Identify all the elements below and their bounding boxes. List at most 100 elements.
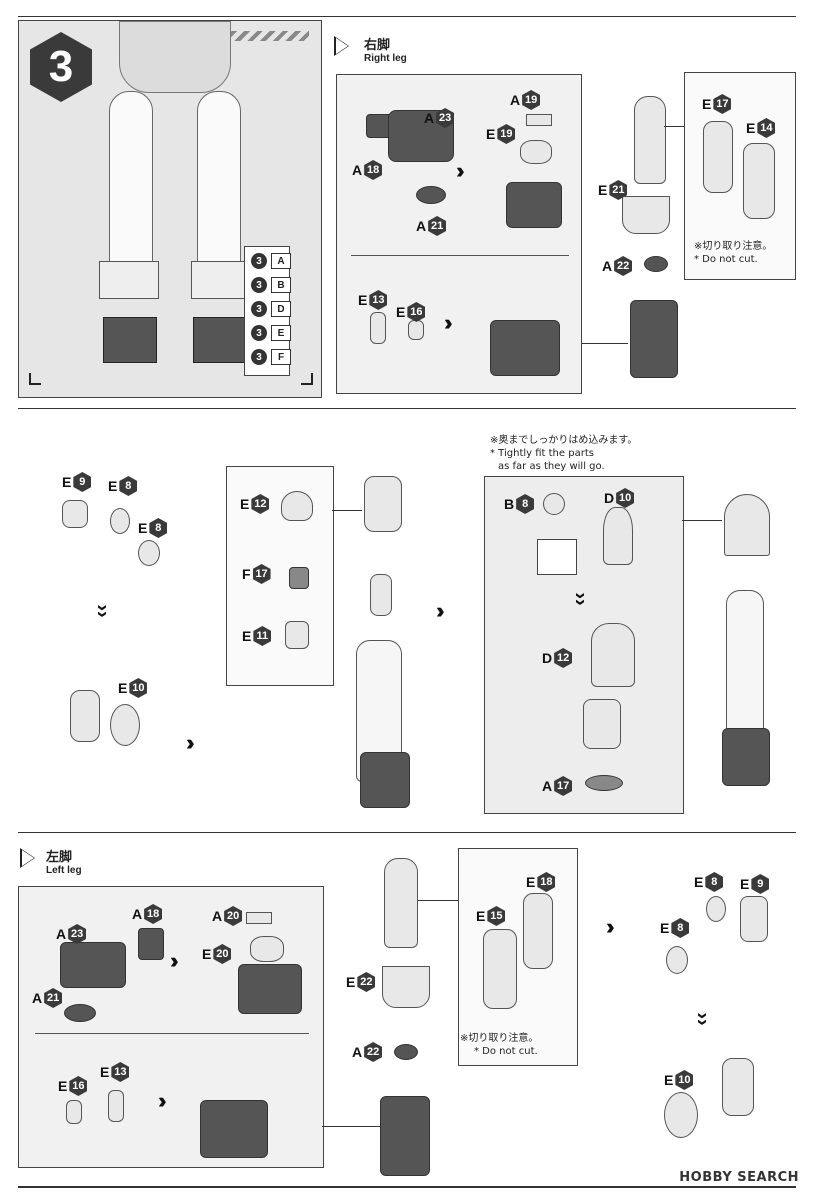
part-hip-assembly bbox=[70, 690, 100, 742]
part-e10-shape bbox=[664, 1092, 698, 1138]
part-a23-shape bbox=[60, 942, 126, 988]
part-e10-shape bbox=[110, 704, 140, 746]
next-step-arrow: ›› bbox=[444, 310, 452, 335]
next-step-arrow: ›› bbox=[456, 158, 464, 183]
part-e19-shape bbox=[520, 140, 552, 164]
part-b8-shape bbox=[543, 493, 565, 515]
next-step-arrow: ›› bbox=[606, 914, 614, 939]
part-foot-shape bbox=[360, 752, 410, 808]
thigh-joint-box bbox=[484, 476, 684, 814]
part-foot-column bbox=[380, 1096, 430, 1176]
part-shin-shape bbox=[384, 858, 418, 948]
down-arrow-icon: ›› bbox=[691, 1012, 714, 1026]
knee-joint-box bbox=[226, 466, 334, 686]
triangle-inner bbox=[22, 850, 34, 866]
part-f17-shape bbox=[289, 567, 309, 589]
part-e8-shape bbox=[110, 508, 130, 534]
part-foot-assembly bbox=[200, 1100, 268, 1158]
left-leg-heading: 左脚 Left leg bbox=[46, 850, 82, 876]
part-a22-shape bbox=[394, 1044, 418, 1060]
part-e13-shape bbox=[108, 1090, 124, 1122]
down-arrow-icon: ›› bbox=[569, 592, 592, 606]
cut-warning-note: ※切り取り注意。 * Do not cut. bbox=[460, 1033, 539, 1057]
legs-figure bbox=[99, 21, 251, 367]
part-a17-shape bbox=[585, 775, 623, 791]
part-knee-shape bbox=[370, 574, 392, 616]
part-a22-shape bbox=[644, 256, 668, 272]
top-rule bbox=[18, 16, 796, 17]
watermark-text: HOBBY SEARCH bbox=[679, 1170, 799, 1185]
section-rule bbox=[18, 832, 796, 833]
triangle-inner bbox=[336, 38, 348, 54]
cut-warning-note: ※切り取り注意。 * Do not cut. bbox=[694, 241, 773, 265]
right-leg-heading: 右脚 Right leg bbox=[364, 38, 407, 64]
part-full-leg-shape bbox=[726, 590, 764, 752]
part-foot-column bbox=[630, 300, 678, 378]
bottom-rule bbox=[18, 1186, 796, 1188]
part-e11-shape bbox=[285, 621, 309, 649]
section-rule bbox=[18, 408, 796, 409]
part-shin-shape bbox=[634, 96, 666, 184]
left-leg-detail-box bbox=[458, 848, 578, 1066]
part-heel-assembly bbox=[506, 182, 562, 228]
part-e8b-shape bbox=[138, 540, 160, 566]
part-e16-shape bbox=[66, 1100, 82, 1124]
right-leg-detail-box bbox=[684, 72, 796, 280]
part-e12-shape bbox=[281, 491, 313, 521]
part-e21-shape bbox=[622, 196, 670, 234]
part-e17-shape bbox=[703, 121, 733, 193]
part-a19-shape bbox=[526, 114, 552, 126]
part-e14-shape bbox=[743, 143, 775, 219]
part-hip-assembly bbox=[722, 1058, 754, 1116]
part-a21-shape bbox=[416, 186, 446, 204]
part-e22-shape bbox=[382, 966, 430, 1008]
down-arrow-icon: ›› bbox=[91, 604, 114, 618]
part-a23-shape bbox=[388, 110, 454, 162]
fit-hint-icon bbox=[537, 539, 577, 575]
part-e20-shape bbox=[250, 936, 284, 962]
fit-note: ※奥までしっかりはめ込みます。 * Tightly fit the parts … bbox=[490, 435, 638, 472]
part-a18-shape bbox=[138, 928, 164, 960]
part-joint-stack bbox=[583, 699, 621, 749]
part-e15-shape bbox=[483, 929, 517, 1009]
part-d10-shape bbox=[603, 507, 633, 565]
part-d12-shape bbox=[591, 623, 635, 687]
part-full-foot-shape bbox=[722, 728, 770, 786]
